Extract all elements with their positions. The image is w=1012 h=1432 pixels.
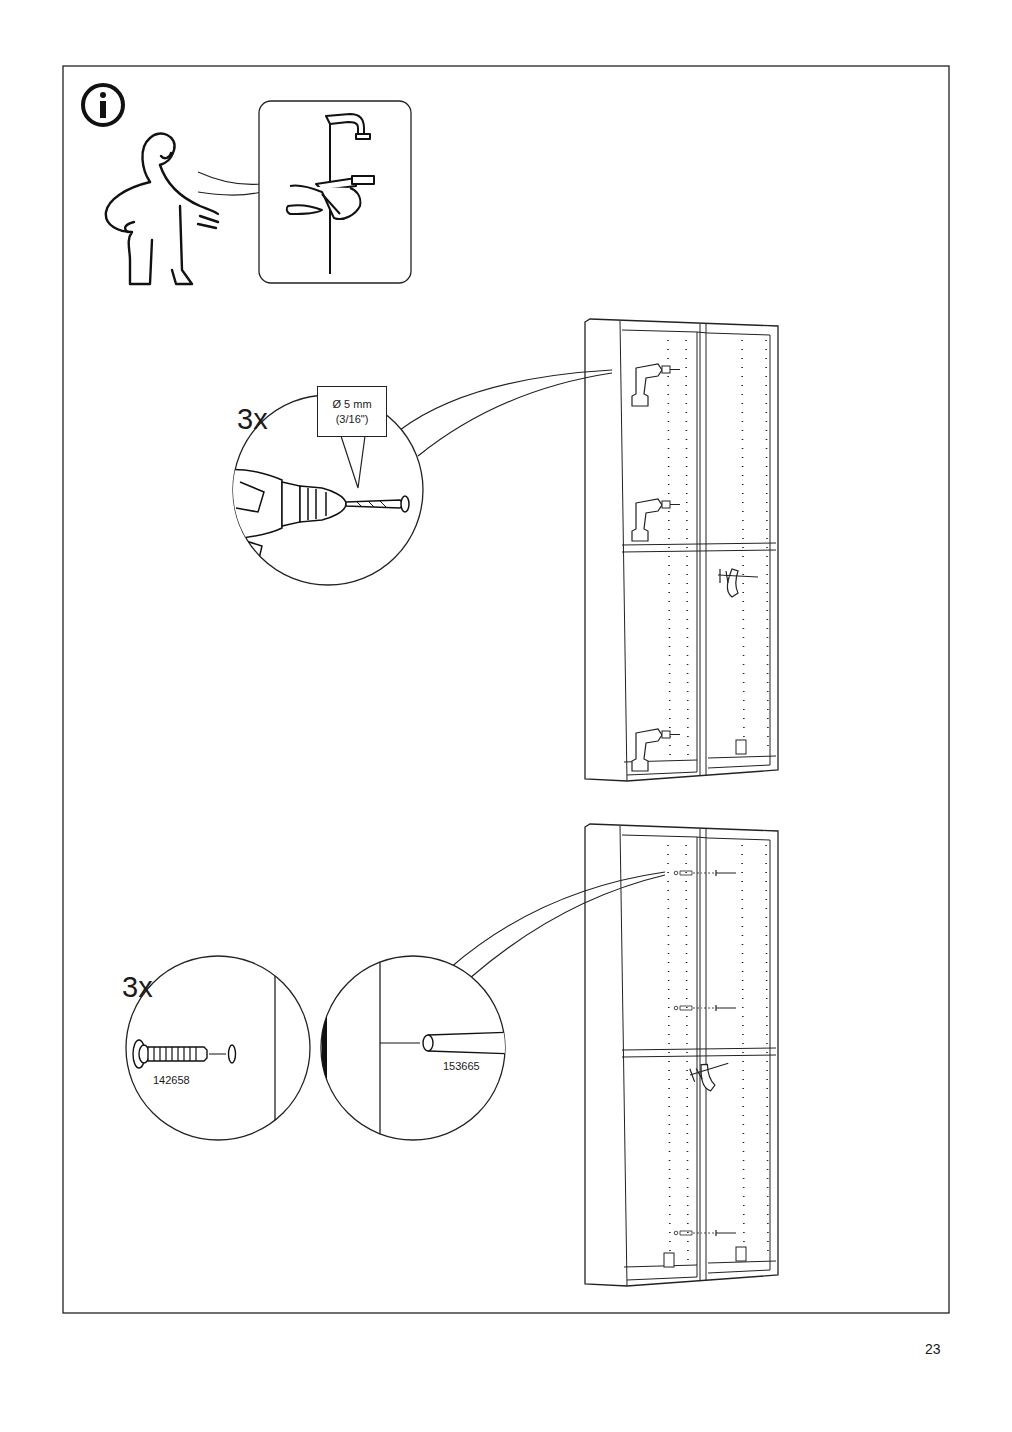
drill-size: Ø 5 mm (3/16") [321,397,383,427]
part-number: 142658 [153,1075,190,1086]
quantity: 3x [122,973,153,1002]
tip-panel [259,101,411,283]
magnifier-screw [126,872,665,1150]
speech-pointer [198,192,262,195]
page-frame [63,66,949,1313]
cabinet-drilling [585,319,778,781]
magnifier-drill [220,370,612,585]
cabinet-screwing [585,824,778,1286]
drill-size-box: Ø 5 mm (3/16") [317,386,387,437]
page-number: 23 [925,1342,941,1356]
person-figure [106,134,218,284]
clamp-tip-symbol [287,114,374,274]
quantity: 3x [237,405,268,434]
speech-pointer [198,172,262,185]
part-number: 153665 [443,1061,480,1072]
info-icon [83,85,123,125]
